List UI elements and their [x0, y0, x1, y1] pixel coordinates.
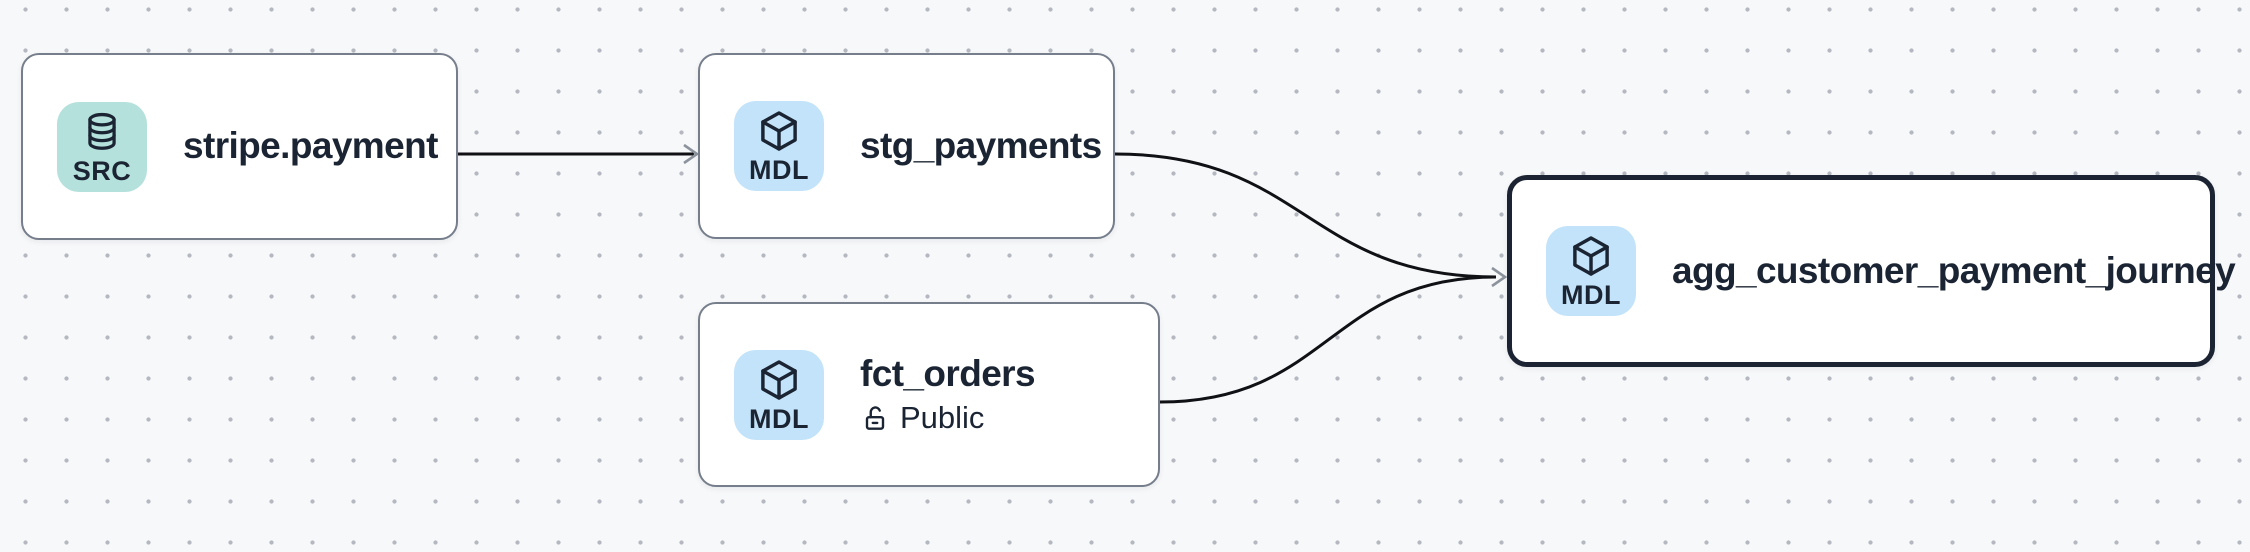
- node-title: stg_payments: [860, 124, 1102, 166]
- node-stg-payments[interactable]: MDL stg_payments: [698, 53, 1115, 239]
- node-title: stripe.payment: [183, 125, 438, 167]
- node-stripe-payment[interactable]: SRC stripe.payment: [21, 53, 458, 240]
- cube-icon: [761, 359, 797, 400]
- cube-icon: [1573, 236, 1609, 276]
- node-agg-customer-payment-journey[interactable]: MDL agg_customer_payment_journey: [1507, 175, 2236, 367]
- node-title: fct_orders: [860, 352, 1036, 394]
- cube-icon: [761, 111, 797, 151]
- node-fct-orders[interactable]: MDL fct_orders Public: [698, 302, 1160, 487]
- access-row: Public: [860, 401, 1035, 435]
- badge-label: SRC: [72, 155, 132, 186]
- badge-label: MDL: [749, 403, 809, 434]
- arrowhead-icon: [683, 143, 700, 165]
- arrowhead-icon: [1491, 266, 1508, 288]
- unlock-icon: [865, 406, 885, 431]
- source-type-badge: SRC: [57, 101, 147, 192]
- database-icon: [88, 112, 116, 150]
- badge-label: MDL: [1561, 280, 1621, 310]
- edge-fct-orders-to-agg-customer-payment-journey: [1159, 275, 1497, 404]
- badge-label: MDL: [749, 155, 809, 185]
- model-type-badge: MDL: [734, 349, 824, 440]
- model-type-badge: MDL: [734, 101, 824, 191]
- edge-stg-payments-to-agg-customer-payment-journey: [1114, 152, 1497, 279]
- node-title: agg_customer_payment_journey: [1672, 249, 2236, 291]
- model-type-badge: MDL: [1546, 226, 1636, 316]
- access-label: Public: [900, 400, 985, 436]
